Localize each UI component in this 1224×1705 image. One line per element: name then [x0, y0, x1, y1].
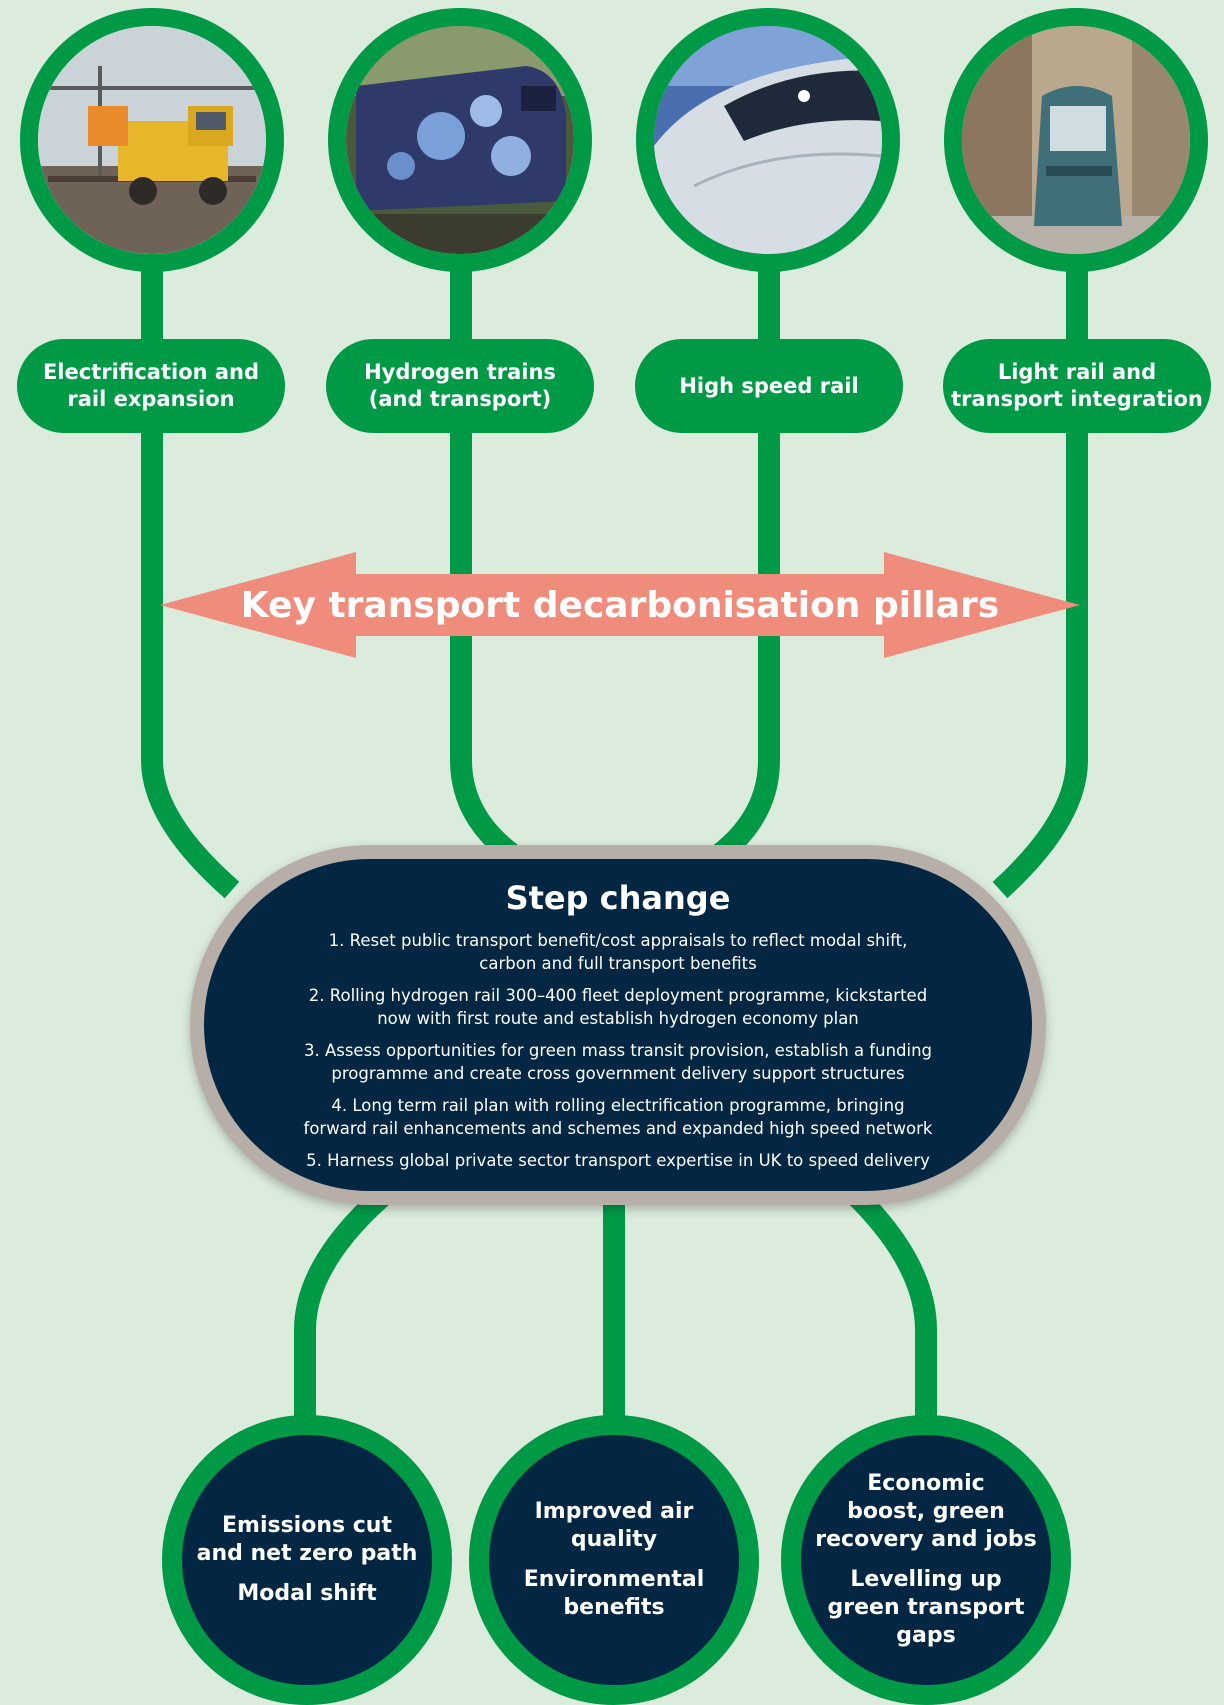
- pillar-label-high-speed: High speed rail: [635, 339, 903, 433]
- list-item: 2. Rolling hydrogen rail 300–400 fleet d…: [308, 986, 928, 1028]
- outcome-economic: Economic boost, green recovery and jobs …: [781, 1415, 1071, 1705]
- pillars-banner: Key transport decarbonisation pillars: [160, 552, 1080, 658]
- pillar-label-electrification: Electrification and rail expansion: [17, 339, 285, 433]
- double-arrow-icon: [160, 552, 1080, 658]
- banner-title: Key transport decarbonisation pillars: [240, 584, 1000, 626]
- photo-high-speed-train: [636, 8, 900, 272]
- outcome-air-quality: Improved air quality Environmental benef…: [469, 1415, 759, 1705]
- pillar-label-light-rail: Light rail and transport integration: [943, 339, 1211, 433]
- step-change-box: Step change 1. Reset public transport be…: [190, 845, 1046, 1205]
- list-item: 4. Long term rail plan with rolling elec…: [303, 1096, 933, 1138]
- outcome-line: Levelling up green transport gaps: [827, 1567, 1025, 1648]
- photo-electrification: [20, 8, 284, 272]
- connector-pillar-1: [141, 270, 240, 899]
- photo-hydrogen-train: [328, 8, 592, 272]
- outcome-line: Economic boost, green recovery and jobs: [815, 1471, 1037, 1552]
- photo-light-rail-tram: [944, 8, 1208, 272]
- list-item: 1. Reset public transport benefit/cost a…: [328, 931, 908, 973]
- outcome-emissions: Emissions cut and net zero path Modal sh…: [162, 1415, 452, 1705]
- list-item: 5. Harness global private sector transpo…: [306, 1151, 930, 1170]
- pillar-label-hydrogen: Hydrogen trains (and transport): [326, 339, 594, 433]
- outcome-line: Modal shift: [237, 1581, 377, 1606]
- step-change-title: Step change: [505, 879, 731, 917]
- list-item: 3. Assess opportunities for green mass t…: [303, 1041, 933, 1083]
- connector-pillar-4: [992, 270, 1088, 899]
- outcome-line: Environmental benefits: [523, 1567, 705, 1620]
- step-change-list: 1. Reset public transport benefit/cost a…: [278, 929, 958, 1172]
- outcome-line: Emissions cut and net zero path: [196, 1513, 418, 1566]
- outcome-line: Improved air quality: [534, 1499, 694, 1552]
- connector-outcome-1: [294, 1176, 403, 1430]
- connector-outcome-3: [837, 1176, 937, 1430]
